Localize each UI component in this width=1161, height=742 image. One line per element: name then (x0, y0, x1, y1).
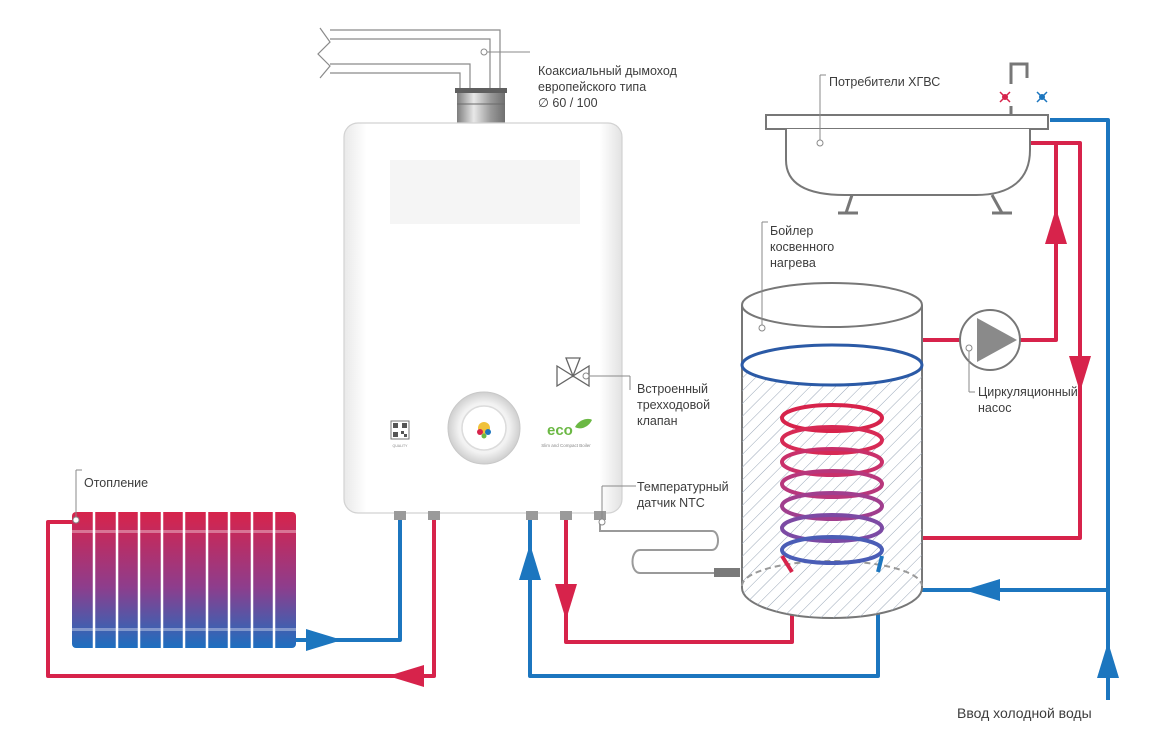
gas-boiler: QUALITY eco Slim and Compact Boiler (343, 122, 740, 577)
ntc-sensor-probe (714, 568, 740, 577)
leaf-icon (575, 418, 592, 429)
radiator (72, 512, 296, 648)
valve-label-line-2: трехходовой (637, 398, 711, 412)
sensor-label-line-2: датчик NTC (637, 496, 705, 510)
valve-label: Встроенный трехходовой клапан (637, 381, 710, 429)
circulation-pump (959, 309, 1021, 371)
coil-return-arrow (519, 544, 541, 580)
flow-arrows (306, 208, 1119, 687)
heating-label: Отопление (84, 475, 148, 491)
coaxial-flue (317, 27, 507, 124)
pump-triangle-icon (977, 318, 1017, 362)
recirculation-arrow (1069, 356, 1091, 392)
radiator-return-pipe (295, 520, 402, 642)
consumers-label: Потребители ХГВС (829, 74, 940, 90)
heating-supply-pipe (46, 520, 436, 678)
qr-caption: QUALITY (393, 444, 409, 448)
control-dial (447, 391, 521, 465)
cold-inlet-arrow (1097, 642, 1119, 678)
coil-return-pipe (528, 520, 880, 678)
cold-water-pipe (1050, 118, 1110, 700)
recirculation-pipe (918, 141, 1082, 540)
pump-label-line-1: Циркуляционный (978, 385, 1078, 399)
cold-water-label-line-1: Ввод холодной воды (957, 705, 1092, 721)
boiler-tank-label-line-2: косвенного (770, 240, 835, 254)
hot-up-arrow (1045, 208, 1067, 244)
hot-tap-icon (999, 91, 1011, 103)
pump-label-line-2: насос (978, 401, 1012, 415)
brand-logo: eco (547, 422, 573, 439)
ntc-sensor-cable (599, 520, 738, 574)
consumers-label-line-1: Потребители ХГВС (829, 75, 941, 89)
cold-to-tank-arrow (964, 579, 1000, 601)
pipes (46, 118, 1110, 700)
chimney-label-line-1: Коаксиальный дымоход (538, 64, 677, 78)
brand-tagline: Slim and Compact Boiler (541, 443, 591, 448)
heating-label-line-1: Отопление (84, 476, 149, 490)
cold-water-label: Ввод холодной воды (957, 704, 1092, 722)
leader-lines (72, 48, 975, 526)
sensor-label-line-1: Температурный (637, 480, 729, 494)
coil-supply-arrow (555, 584, 577, 620)
heating-coil (780, 403, 884, 574)
qr-code-icon (390, 420, 410, 440)
sensor-label: Температурный датчик NTC (637, 479, 729, 511)
chimney-label: Коаксиальный дымоход европейского типа ∅… (538, 63, 677, 111)
pump-label: Циркуляционный насос (978, 384, 1078, 416)
chimney-label-line-2: европейского типа (538, 80, 647, 94)
boiler-tank-label: Бойлер косвенного нагрева (770, 223, 834, 271)
boiler-tank-label-line-1: Бойлер (770, 224, 814, 238)
indirect-water-heater (740, 282, 924, 619)
valve-label-line-3: клапан (637, 414, 678, 428)
cold-tap-icon (1036, 91, 1048, 103)
bathtub (765, 62, 1049, 215)
chimney-label-line-3: ∅ 60 / 100 (538, 96, 598, 110)
valve-label-line-1: Встроенный (637, 382, 708, 396)
radiator-return-arrow (306, 629, 342, 651)
boiler-tank-label-line-3: нагрева (770, 256, 816, 270)
heating-supply-arrow (388, 665, 424, 687)
